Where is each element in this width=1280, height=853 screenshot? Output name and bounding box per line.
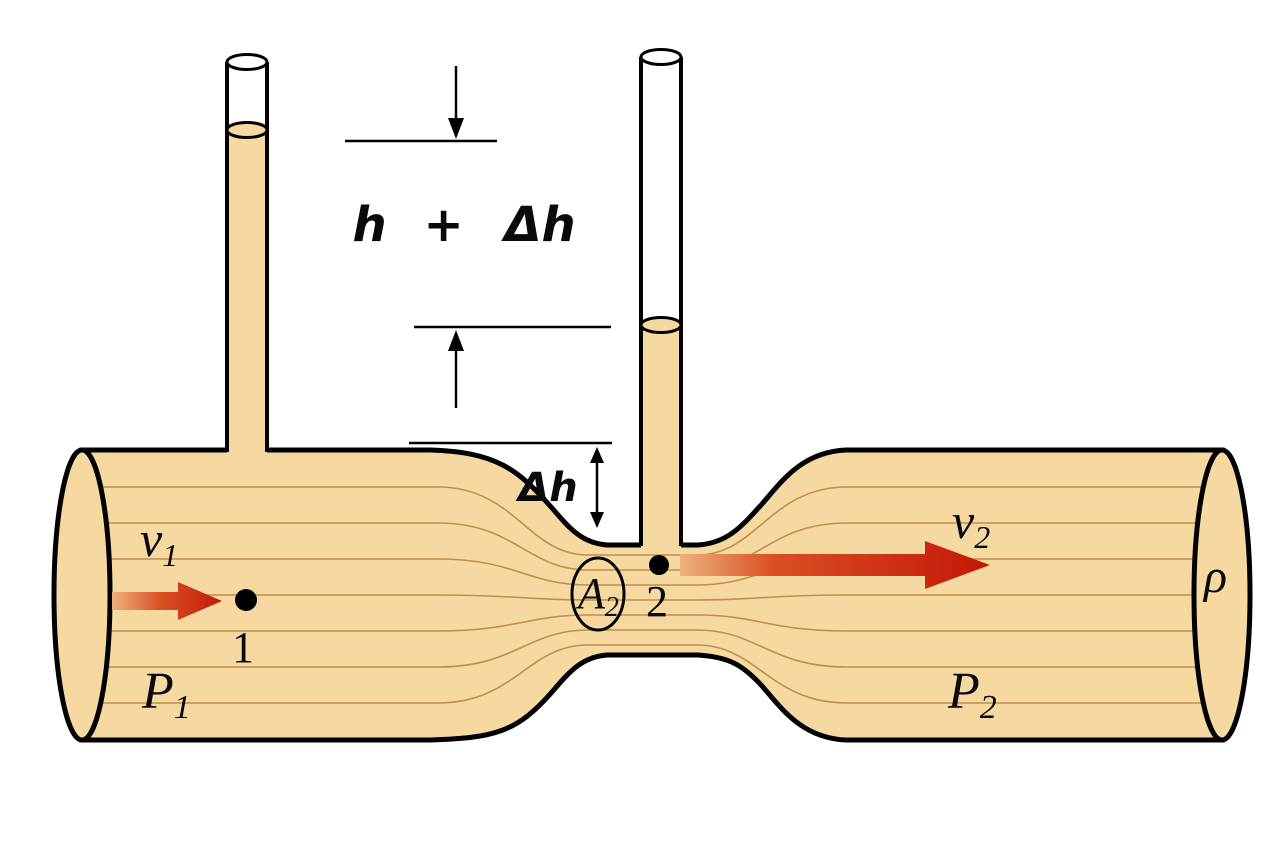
label-rho: ρ [1202, 550, 1227, 603]
streamline [96, 522, 1208, 571]
left-standpipe [225, 53, 269, 458]
right-standpipe-empty [642, 57, 680, 329]
down-arrowhead-icon [448, 118, 464, 139]
label-p2-main: P [947, 663, 980, 720]
left-standpipe-fluid-level [225, 121, 269, 139]
streamline [96, 486, 1208, 556]
label-v1: v1 [140, 511, 178, 573]
label-v2-main: v [952, 493, 975, 549]
label-p1: P1 [141, 663, 191, 726]
label-h: h [353, 197, 387, 253]
label-dh-part: Δh [500, 197, 575, 253]
up-arrowhead-icon [448, 330, 464, 351]
label-point-2: 2 [646, 577, 668, 626]
label-a2-main: A [575, 569, 606, 618]
streamline [96, 614, 1208, 632]
label-p2: P2 [947, 663, 997, 726]
streamline [96, 629, 1208, 668]
label-v2-sub: 2 [974, 519, 990, 555]
flow-arrows [112, 541, 990, 620]
label-p1-sub: 1 [174, 689, 191, 726]
label-p1-main: P [141, 663, 174, 720]
point-1-dot [235, 589, 257, 611]
right-standpipe-fluid [641, 323, 681, 551]
pipe-left-end-cap [51, 447, 113, 743]
label-point-1: 1 [232, 623, 254, 672]
right-standpipe-opening [639, 48, 683, 66]
measurements [345, 66, 612, 528]
label-plus: + [424, 197, 464, 253]
right-standpipe [639, 48, 683, 551]
delta-h-down-arrowhead-icon [590, 512, 604, 528]
label-h-plus-dh: h + Δh [353, 197, 576, 253]
label-v1-sub: 1 [162, 537, 178, 573]
velocity-arrow-v2 [680, 541, 990, 589]
streamline [96, 594, 1208, 601]
point-2-dot [649, 555, 669, 575]
streamline [96, 644, 1208, 704]
labels: h + Δh Δh v1 1 P1 A2 2 v2 P2 ρ [140, 197, 1227, 726]
label-v1-main: v [140, 511, 163, 567]
left-standpipe-fluid [227, 128, 267, 458]
area-a2-circle [570, 556, 626, 632]
delta-h-up-arrowhead-icon [590, 447, 604, 463]
label-p2-sub: 2 [980, 689, 997, 726]
right-standpipe-fluid-level [639, 316, 683, 334]
main-pipe [51, 447, 1253, 743]
label-a2-sub: 2 [605, 592, 619, 623]
label-v2: v2 [952, 493, 990, 555]
left-standpipe-opening [225, 53, 269, 71]
pipe-right-end-cap [1191, 447, 1253, 743]
label-a2: A2 [575, 569, 619, 623]
velocity-arrow-v1 [112, 582, 222, 620]
label-delta-h: Δh [515, 465, 577, 511]
